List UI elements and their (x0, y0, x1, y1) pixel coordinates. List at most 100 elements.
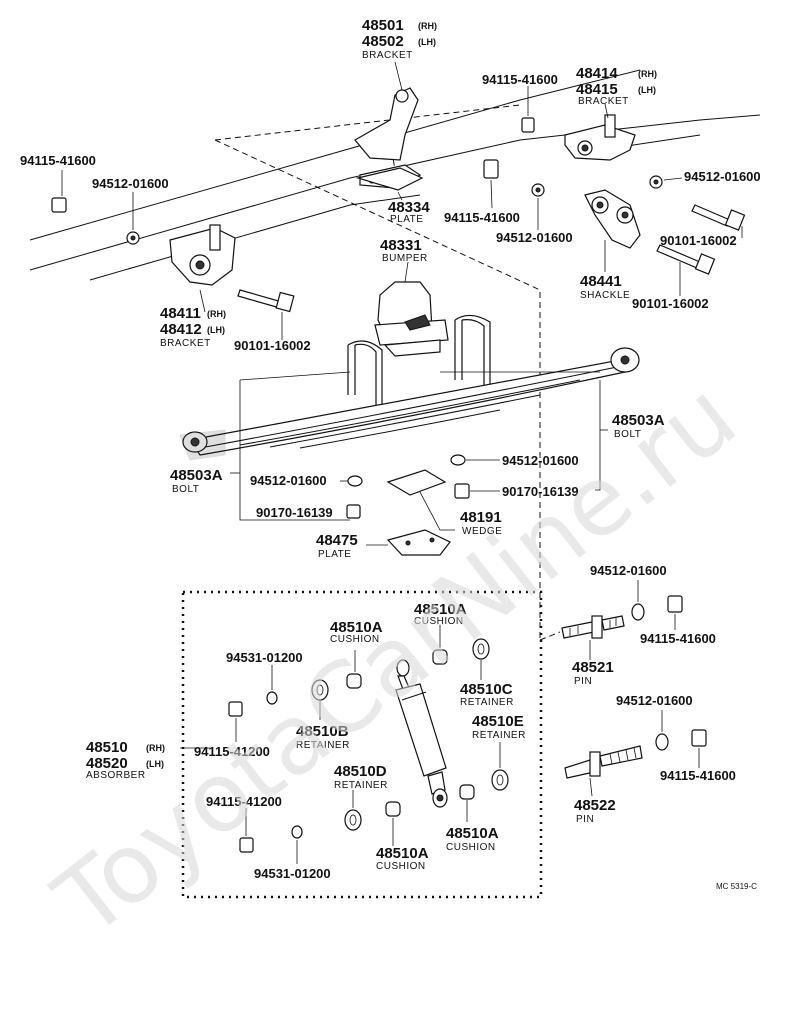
u-bolt-right (454, 314, 491, 390)
plate-48475-part (386, 529, 451, 556)
label-48414: 48414 (576, 65, 618, 82)
label-94512-01600-g: 94512-01600 (616, 693, 693, 708)
leaf-spring-part (179, 347, 640, 461)
nut-94115-41200-a (228, 701, 243, 717)
label-90101-16002-c: 90101-16002 (234, 338, 311, 353)
label-90170-16139-b: 90170-16139 (502, 484, 579, 499)
label-48411: 48411 (160, 305, 201, 322)
retainer-48510C-part (472, 638, 490, 660)
nut-94115-41200-b (239, 837, 254, 853)
part-labels: 48501 (RH) 48502 (LH) BRACKET 94115-4160… (20, 17, 761, 891)
bumper-48331-part (374, 281, 449, 357)
label-48510A-4: 48510A (376, 845, 429, 862)
label-48521: 48521 (572, 659, 614, 676)
label-48475: 48475 (316, 532, 358, 549)
bracket-48411-part (169, 224, 236, 286)
label-94115-41600-d: 94115-41600 (640, 631, 716, 646)
retainer-48510B-part (311, 679, 329, 701)
label-48510C: 48510C (460, 681, 513, 698)
label-48441: 48441 (580, 273, 622, 290)
label-48510D: 48510D (334, 763, 387, 780)
label-bumper: BUMPER (382, 253, 428, 264)
label-94512-01600-f: 94512-01600 (590, 563, 667, 578)
washer-94512-01600-c (531, 183, 545, 197)
u-bolt-left (347, 340, 383, 410)
bolt-90101-16002-b (656, 244, 716, 275)
nut-94115-41600-d (667, 595, 683, 613)
label-94115-41200-b: 94115-41200 (206, 794, 282, 809)
label-retainer-e: RETAINER (472, 730, 526, 741)
label-48191: 48191 (460, 509, 502, 526)
label-retainer-c: RETAINER (460, 697, 514, 708)
shackle-48441-part (584, 189, 641, 249)
label-bolt-right: BOLT (614, 429, 641, 440)
label-90101-16002-a: 90101-16002 (660, 233, 737, 248)
nut-94531-01200-a (266, 691, 278, 705)
pin-48522-part (564, 745, 643, 779)
label-94531-01200-a: 94531-01200 (226, 650, 303, 665)
retainer-48510E-part (491, 769, 509, 791)
label-48520-side: (LH) (146, 759, 164, 769)
nut-90170-16139-a (346, 504, 361, 519)
label-cushion-2: CUSHION (414, 616, 464, 627)
label-48510: 48510 (86, 739, 128, 756)
label-bracket-top: BRACKET (362, 50, 413, 61)
label-90170-16139-a: 90170-16139 (256, 505, 333, 520)
label-absorber: ABSORBER (86, 770, 146, 781)
label-48334: 48334 (388, 199, 430, 216)
label-94115-41600-c: 94115-41600 (444, 210, 520, 225)
label-wedge: WEDGE (462, 526, 502, 537)
label-48503A-left: 48503A (170, 467, 223, 484)
label-48411-side: (RH) (207, 309, 226, 319)
label-48522: 48522 (574, 797, 616, 814)
label-plate-48334: PLATE (390, 214, 423, 225)
retainer-48510D-part (344, 809, 362, 831)
label-48503A-right: 48503A (612, 412, 665, 429)
label-cushion-1: CUSHION (330, 634, 380, 645)
label-94531-01200-b: 94531-01200 (254, 866, 331, 881)
label-48510B: 48510B (296, 723, 349, 740)
label-48415: 48415 (576, 81, 618, 98)
label-48501-side: (RH) (418, 21, 437, 31)
label-48502-side: (LH) (418, 37, 436, 47)
washer-94512-01600-d (347, 475, 363, 487)
label-94512-01600-d: 94512-01600 (250, 473, 327, 488)
bolt-90101-16002-c (237, 289, 295, 313)
label-48510A-2: 48510A (414, 601, 467, 618)
label-94115-41200-a: 94115-41200 (194, 744, 270, 759)
plate-48334-part (355, 167, 424, 191)
bracket-48414-part (564, 114, 636, 161)
label-94115-41600-b: 94115-41600 (20, 153, 96, 168)
label-48510-side: (RH) (146, 743, 165, 753)
washer-94512-01600-g (655, 733, 669, 751)
label-plate-48475: PLATE (318, 549, 351, 560)
label-bolt-left: BOLT (172, 484, 199, 495)
label-cushion-3: CUSHION (446, 842, 496, 853)
label-48520: 48520 (86, 755, 128, 772)
label-94512-01600-a: 94512-01600 (92, 176, 169, 191)
label-48412-side: (LH) (207, 325, 225, 335)
label-48331: 48331 (380, 237, 422, 254)
nut-94115-41600-a (521, 117, 535, 133)
bolt-90101-16002-a (691, 204, 746, 231)
diagram-code: MC 5319-C (716, 882, 757, 891)
label-pin-48521: PIN (574, 676, 592, 687)
label-retainer-b: RETAINER (296, 740, 350, 751)
label-bracket-left: BRACKET (160, 338, 211, 349)
label-94512-01600-b: 94512-01600 (684, 169, 761, 184)
label-94512-01600-c: 94512-01600 (496, 230, 573, 245)
label-cushion-4: CUSHION (376, 861, 426, 872)
label-94115-41600-a: 94115-41600 (482, 72, 558, 87)
washer-94512-01600-left (126, 231, 140, 245)
label-48414-side: (RH) (638, 69, 657, 79)
nut-94115-41600-e (691, 729, 707, 747)
pin-48521-part (561, 615, 625, 639)
label-94115-41600-e: 94115-41600 (660, 768, 736, 783)
label-bracket-right: BRACKET (578, 96, 629, 107)
washer-94512-01600-e (450, 454, 466, 466)
cushion-48510A-4-part (385, 801, 401, 817)
label-pin-48522: PIN (576, 814, 594, 825)
washer-94512-01600-f (631, 603, 645, 621)
washer-94512-01600-b (649, 175, 663, 189)
